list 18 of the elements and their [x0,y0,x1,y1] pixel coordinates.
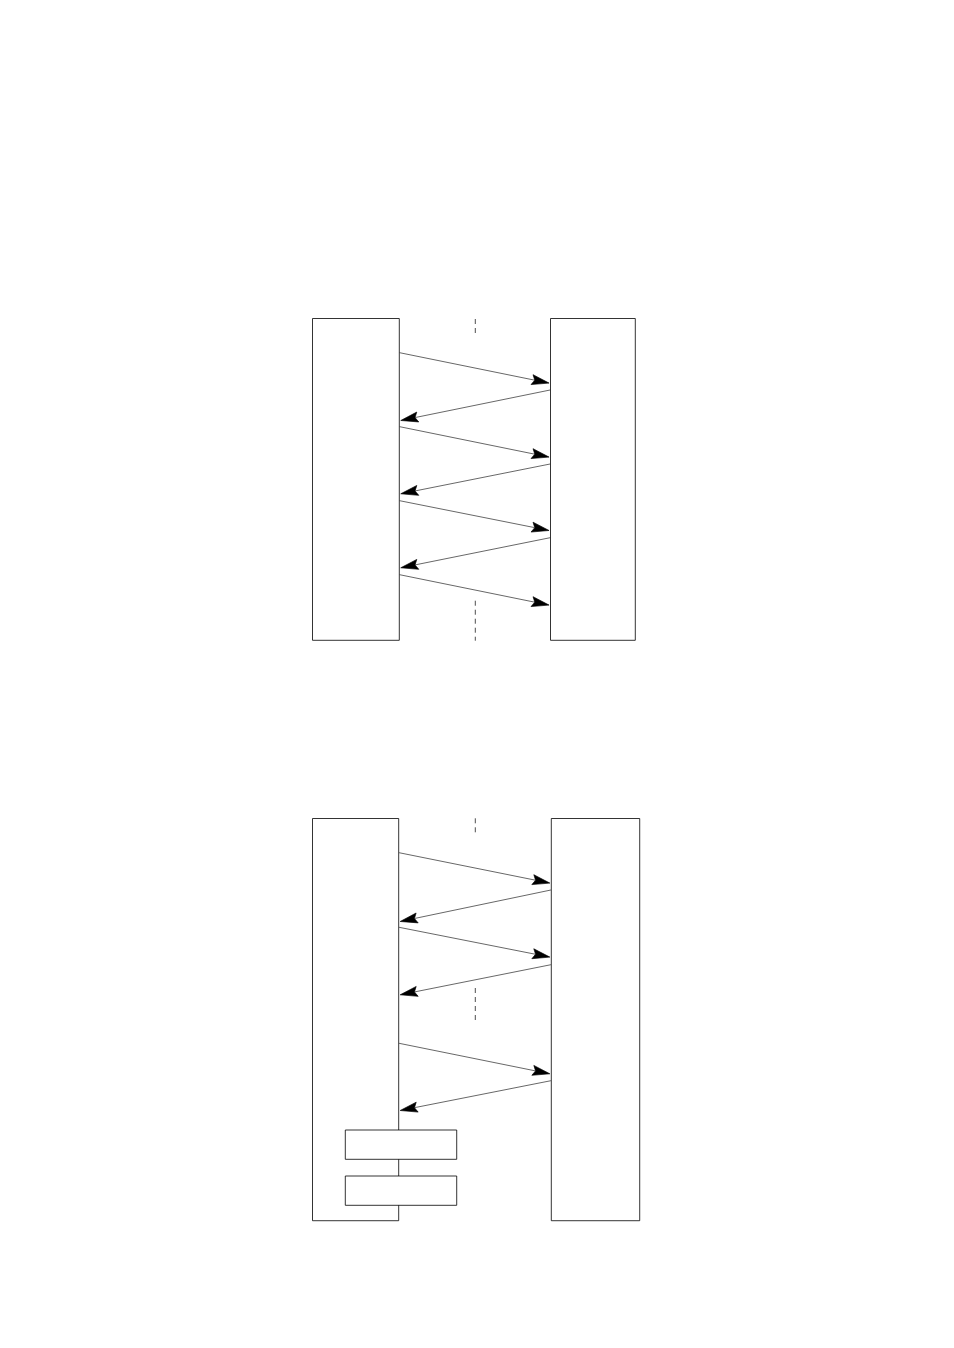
arrow [399,500,550,533]
arrow [399,426,550,459]
arrow [399,574,550,607]
small-box [344,1129,458,1160]
small-box [344,1175,458,1206]
arrow [400,463,551,496]
arrow [398,927,551,959]
tall-box [312,318,400,641]
arrow [399,964,552,997]
arrow [398,852,551,885]
arrow [398,1043,551,1076]
arrow [400,389,551,423]
arrow [399,352,550,385]
arrow [399,1080,552,1113]
tall-box [550,318,636,641]
arrow [399,889,552,924]
arrow [400,537,551,570]
tall-box [550,818,641,1222]
